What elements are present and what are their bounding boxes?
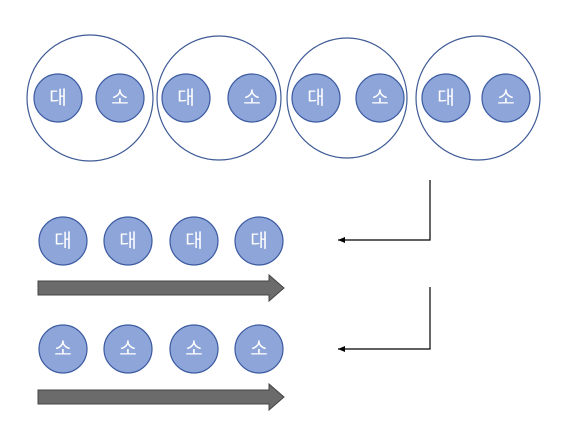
block-arrow-1 (37, 273, 285, 303)
group-4-outline (415, 35, 541, 161)
group-3-outline (286, 37, 408, 159)
small-row-chip-2: 소 (103, 324, 153, 374)
connector-arrow-2 (338, 287, 431, 352)
small-row-chip-4: 소 (234, 324, 284, 374)
group-3-small-chip: 소 (355, 73, 405, 123)
small-row-label-2: 소 (119, 338, 136, 360)
group-2-small-label: 소 (243, 87, 260, 109)
group-1-small-label: 소 (111, 87, 128, 109)
small-row: 소 소 소 소 (38, 324, 284, 374)
group-4-big-chip: 대 (421, 73, 471, 123)
group-2-big-label: 대 (177, 87, 194, 109)
group-2: 대 소 (156, 35, 282, 161)
big-row-label-1: 대 (54, 230, 71, 252)
group-3-big-chip: 대 (291, 73, 341, 123)
connector-arrow-1 (338, 180, 431, 243)
group-1: 대 소 (26, 34, 154, 162)
group-4-big-label: 대 (437, 87, 454, 109)
block-arrow-2 (37, 382, 285, 412)
small-row-chip-1: 소 (38, 324, 88, 374)
group-1-big-chip: 대 (33, 73, 83, 123)
group-3-small-label: 소 (371, 87, 388, 109)
big-row-chip-3: 대 (169, 216, 219, 266)
big-row-label-2: 대 (119, 230, 136, 252)
group-1-outline (26, 34, 154, 162)
small-row-label-3: 소 (185, 338, 202, 360)
small-row-label-1: 소 (54, 338, 71, 360)
group-4-small-chip: 소 (481, 73, 531, 123)
group-2-big-chip: 대 (161, 73, 211, 123)
big-row-chip-4: 대 (234, 216, 284, 266)
big-row-label-3: 대 (185, 230, 202, 252)
group-2-outline (156, 35, 282, 161)
big-row-chip-1: 대 (38, 216, 88, 266)
group-1-big-label: 대 (49, 87, 66, 109)
small-row-chip-3: 소 (169, 324, 219, 374)
big-row-chip-2: 대 (103, 216, 153, 266)
group-3: 대 소 (286, 37, 408, 159)
group-3-big-label: 대 (307, 87, 324, 109)
big-row: 대 대 대 대 (38, 216, 284, 266)
group-1-small-chip: 소 (95, 73, 145, 123)
big-row-label-4: 대 (250, 230, 267, 252)
small-row-label-4: 소 (250, 338, 267, 360)
group-2-small-chip: 소 (227, 73, 277, 123)
group-4: 대 소 (415, 35, 541, 161)
group-4-small-label: 소 (497, 87, 514, 109)
